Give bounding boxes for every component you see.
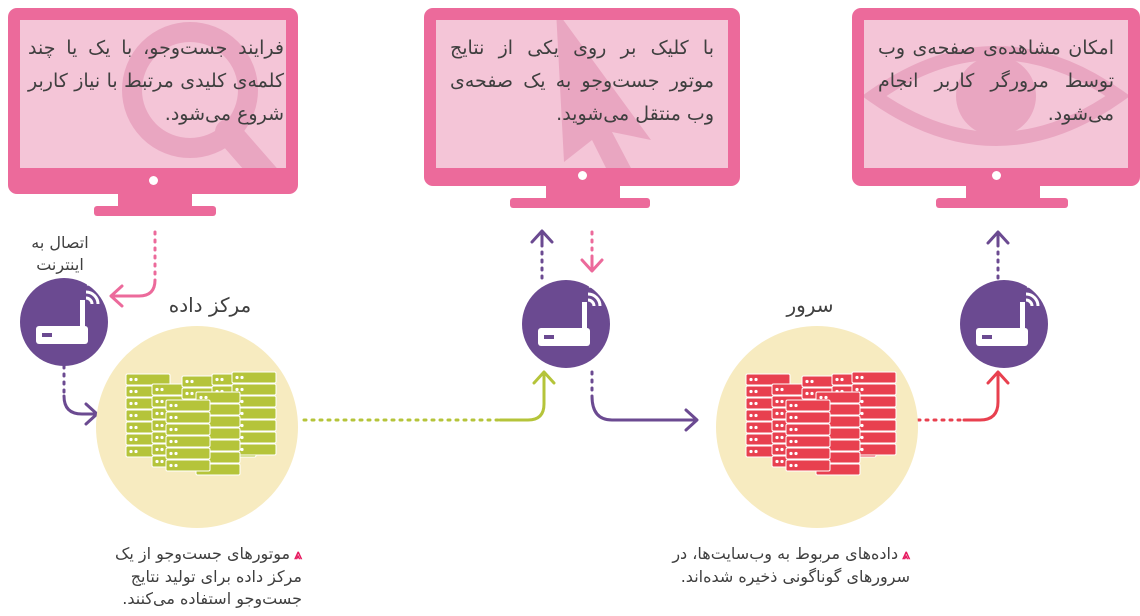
wifi-router-icon xyxy=(976,284,1048,346)
connector-datacenter-to-router2 xyxy=(302,370,556,422)
server-label: سرور xyxy=(786,293,834,317)
wifi-router-icon xyxy=(36,282,108,344)
server-caption: ⩓داده‌های مربوط به وب‌سایت‌ها، در سرورها… xyxy=(648,543,910,588)
server-rack-icon xyxy=(745,371,897,476)
monitor-2: با کلیک بر روی یکی از نتایج موتور جست‌وج… xyxy=(424,8,740,186)
server-rack-icon xyxy=(125,371,277,476)
monitor-2-base xyxy=(510,198,650,208)
connector-router3-to-monitor3 xyxy=(986,230,1010,280)
connector-router2-to-server xyxy=(590,370,699,432)
connector-monitor2-to-router2 xyxy=(580,230,604,273)
wifi-router-icon xyxy=(538,284,610,346)
monitor-2-text: با کلیک بر روی یکی از نتایج موتور جست‌وج… xyxy=(450,37,714,125)
double-chevron-up-icon: ⩓ xyxy=(902,547,910,563)
connector-monitor1-to-router1 xyxy=(109,230,157,308)
router-1 xyxy=(20,278,108,366)
data-center-caption: ⩓موتورهای جست‌وجو از یک مرکز داده برای ت… xyxy=(110,543,302,610)
server-rack xyxy=(851,371,897,456)
monitor-2-power-dot xyxy=(578,171,587,180)
connector-server-to-router3 xyxy=(916,370,1010,422)
data-center-label: مرکز داده xyxy=(168,293,252,317)
connector-router1-to-datacenter xyxy=(62,364,99,426)
server-rack xyxy=(231,371,277,456)
monitor-3-power-dot xyxy=(992,171,1001,180)
double-chevron-up-icon: ⩓ xyxy=(294,547,302,563)
cursor-icon xyxy=(556,20,651,168)
server-caption-text: داده‌های مربوط به وب‌سایت‌ها، در سرورهای… xyxy=(672,544,910,586)
eye-icon xyxy=(864,46,1128,146)
monitor-3-stand xyxy=(966,186,1040,200)
router-2 xyxy=(522,280,610,368)
monitor-3-base xyxy=(936,198,1068,208)
data-center-circle xyxy=(96,326,298,528)
router-3 xyxy=(960,280,1048,368)
monitor-2-screen: با کلیک بر روی یکی از نتایج موتور جست‌وج… xyxy=(436,20,728,168)
monitor-2-stand xyxy=(546,186,620,200)
monitor-1-base xyxy=(94,206,216,216)
monitor-1-screen: فرایند جست‌وجو، با یک یا چند کلمه‌ی کلید… xyxy=(20,20,286,168)
monitor-1-stand xyxy=(118,194,192,208)
data-center-caption-text: موتورهای جست‌وجو از یک مرکز داده برای تو… xyxy=(115,544,302,608)
connector-router2-to-monitor2 xyxy=(530,229,554,280)
monitor-3: امکان مشاهده‌ی صفحه‌ی وب توسط مرورگر کار… xyxy=(852,8,1140,186)
monitor-1: فرایند جست‌وجو، با یک یا چند کلمه‌ی کلید… xyxy=(8,8,298,194)
server-rack xyxy=(785,399,831,472)
server-circle xyxy=(716,326,918,528)
monitor-1-text: فرایند جست‌وجو، با یک یا چند کلمه‌ی کلید… xyxy=(28,37,284,125)
internet-connection-label: اتصال به اینترنت xyxy=(31,233,89,274)
magnifier-icon xyxy=(122,22,277,168)
monitor-1-power-dot xyxy=(149,176,158,185)
server-rack xyxy=(165,399,211,472)
monitor-3-screen: امکان مشاهده‌ی صفحه‌ی وب توسط مرورگر کار… xyxy=(864,20,1128,168)
monitor-3-text: امکان مشاهده‌ی صفحه‌ی وب توسط مرورگر کار… xyxy=(878,37,1114,125)
